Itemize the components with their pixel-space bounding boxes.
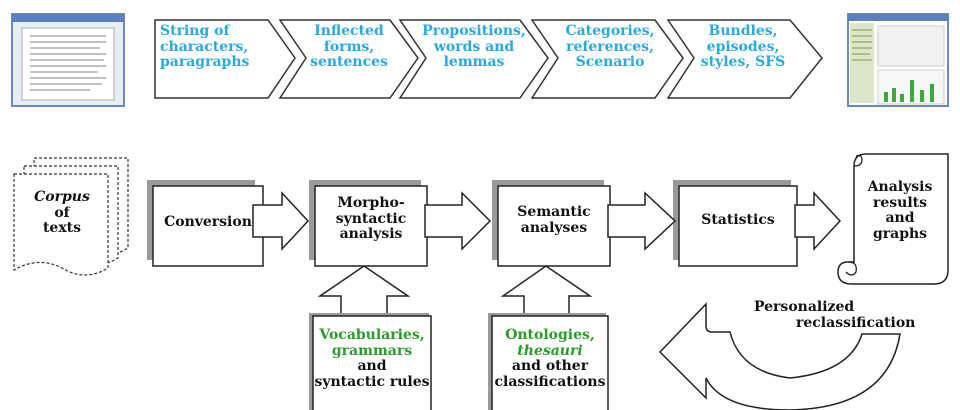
results-line1: Analysis: [867, 179, 933, 195]
reclassification-line1: Personalized: [754, 299, 855, 315]
semantic-line2: analyses: [520, 219, 588, 236]
semantic-line1: Semantic: [517, 204, 591, 220]
box-morpho: [309, 180, 428, 267]
box-semantic: [492, 180, 611, 267]
box-vocab: [309, 313, 432, 410]
step4-line2: references,: [566, 38, 654, 55]
top-chevrons: [154, 19, 823, 99]
ontologies-label: Ontologies, thesauri and other classific…: [492, 327, 608, 391]
results-line3: and: [885, 210, 915, 227]
document-thumbnail: [11, 13, 125, 107]
reclassification-line2: reclassification: [796, 314, 916, 331]
step5-line3: styles, SFS: [700, 54, 786, 71]
step4-line3: Scenario: [575, 54, 645, 71]
ontologies-line2: thesauri: [517, 342, 583, 359]
ontologies-line4: classifications: [494, 374, 606, 391]
conversion-label: Conversion: [164, 214, 252, 230]
results-line4: graphs: [872, 226, 928, 243]
results-line2: results: [872, 194, 927, 211]
step2-line3: sentences: [310, 54, 388, 71]
corpus-pages: [13, 157, 129, 276]
corpus-line3: texts: [42, 220, 82, 237]
step-categories-label: Categories, references, Scenario: [556, 23, 664, 71]
vocab-line4: syntactic rules: [314, 374, 430, 391]
morpho-line1: Morpho-: [337, 195, 405, 211]
step1-line2: characters,: [160, 38, 249, 55]
flow-arrows: [252, 191, 842, 251]
input-arrows: [317, 265, 593, 315]
reclassification-label: Personalized reclassification: [748, 299, 938, 331]
corpus-line2: of: [54, 204, 70, 221]
morpho-line2: syntactic: [335, 210, 407, 227]
statistics-label: Statistics: [701, 212, 775, 228]
results-scroll: [837, 153, 949, 285]
step-bundles-label: Bundles, episodes, styles, SFS: [688, 23, 798, 71]
corpus-line1: Corpus: [34, 189, 90, 205]
vocab-label: Vocabularies, grammars and syntactic rul…: [313, 327, 431, 391]
step-characters-label: String of characters, paragraphs: [160, 23, 260, 71]
vocab-line1: Vocabularies,: [319, 327, 425, 343]
step-inflected-label: Inflected forms, sentences: [300, 23, 398, 71]
corpus-label: Corpus of texts: [16, 189, 108, 237]
step2-line1: Inflected: [314, 23, 384, 39]
step1-line1: String of: [160, 23, 230, 39]
step1-line3: paragraphs: [160, 54, 250, 71]
software-thumbnail: [847, 13, 949, 107]
semantic-label: Semantic analyses: [498, 204, 610, 236]
step2-line2: forms,: [323, 38, 375, 55]
step3-line1: Propositions,: [422, 23, 526, 39]
reclassification-arrow: [658, 302, 901, 410]
vocab-line2: grammars: [331, 342, 413, 359]
step-propositions-label: Propositions, words and lemmas: [416, 23, 532, 71]
box-ontologies: [488, 313, 609, 410]
step4-line1: Categories,: [565, 23, 655, 39]
ontologies-line1: Ontologies,: [505, 327, 595, 343]
results-label: Analysis results and graphs: [852, 179, 948, 243]
morpho-line3: analysis: [339, 226, 403, 243]
box-statistics: [673, 180, 798, 267]
step5-line2: episodes,: [706, 38, 780, 55]
box-conversion: [147, 180, 264, 267]
vocab-line3: and: [357, 358, 387, 375]
morpho-label: Morpho- syntactic analysis: [315, 195, 427, 243]
step3-line2: words and: [433, 38, 515, 55]
step3-line3: lemmas: [443, 54, 505, 71]
ontologies-line3: and other: [511, 358, 589, 375]
step5-line1: Bundles,: [708, 23, 778, 39]
